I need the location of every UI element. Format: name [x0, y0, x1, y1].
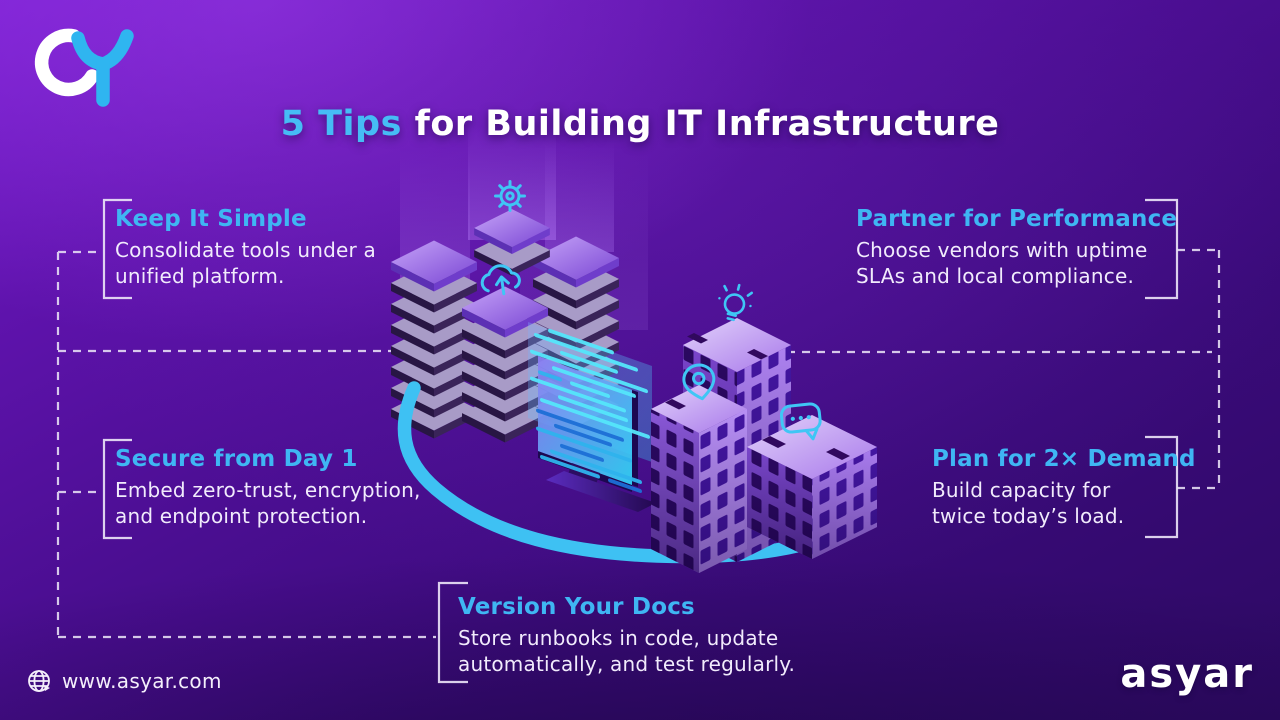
tip-line: twice today’s load. [932, 504, 1125, 528]
logo-crescent [34, 28, 99, 97]
location-pin-icon [682, 363, 716, 401]
tip-line: automatically, and test regularly. [458, 652, 796, 676]
tip-line: Choose vendors with uptime [856, 238, 1148, 262]
tip-version-your-docs: Version Your Docs Store runbooks in code… [458, 594, 795, 677]
cloud-upload-icon [480, 264, 521, 296]
lightbulb-icon [718, 283, 753, 322]
website-url: www.asyar.com [26, 668, 222, 694]
title-highlight: 5 Tips [280, 104, 402, 144]
server-stack-right [533, 236, 619, 435]
code-lines [530, 328, 650, 493]
server-stack-front [462, 286, 548, 443]
tip-heading: Version Your Docs [458, 594, 695, 620]
tip-line: Build capacity for [932, 478, 1111, 502]
tip-line: SLAs and local compliance. [856, 264, 1135, 288]
tip-heading: Partner for Performance [856, 206, 1178, 232]
tip-heading: Plan for 2× Demand [932, 446, 1196, 472]
network-swoosh [397, 381, 876, 564]
tip-heading: Secure from Day 1 [115, 446, 358, 472]
company-logo [34, 28, 134, 107]
tip-line: Embed zero-trust, encryption, [115, 478, 421, 502]
website-text: www.asyar.com [62, 669, 222, 693]
building-right [747, 415, 877, 559]
tip-keep-it-simple: Keep It Simple Consolidate tools under a… [115, 206, 376, 289]
globe-icon [28, 670, 50, 692]
tip-heading: Keep It Simple [115, 206, 307, 232]
chat-bubble-icon [779, 402, 822, 441]
floating-platform [474, 209, 550, 276]
tip-secure-from-day-1: Secure from Day 1 Embed zero-trust, encr… [115, 446, 421, 529]
server-stack-left [391, 240, 477, 439]
tip-partner-for-performance: Partner for Performance Choose vendors w… [856, 206, 1177, 289]
tip-plan-for-2x-demand: Plan for 2× Demand Build capacity for tw… [932, 446, 1196, 529]
title-rest: for Building IT Infrastructure [401, 104, 1000, 144]
tip-line: unified platform. [115, 264, 285, 288]
code-monitor [528, 322, 656, 512]
building-back [683, 318, 791, 562]
tip-line: and endpoint protection. [115, 504, 368, 528]
logo-y-shape [71, 29, 134, 107]
light-beams [400, 126, 648, 330]
tip-line: Consolidate tools under a [115, 238, 376, 262]
tip-line: Store runbooks in code, update [458, 626, 779, 650]
building-left [651, 385, 747, 573]
page-title: 5 Tips for Building IT Infrastructure [0, 104, 1280, 144]
gear-icon [494, 180, 526, 212]
brand-wordmark: asyar [1120, 651, 1254, 697]
